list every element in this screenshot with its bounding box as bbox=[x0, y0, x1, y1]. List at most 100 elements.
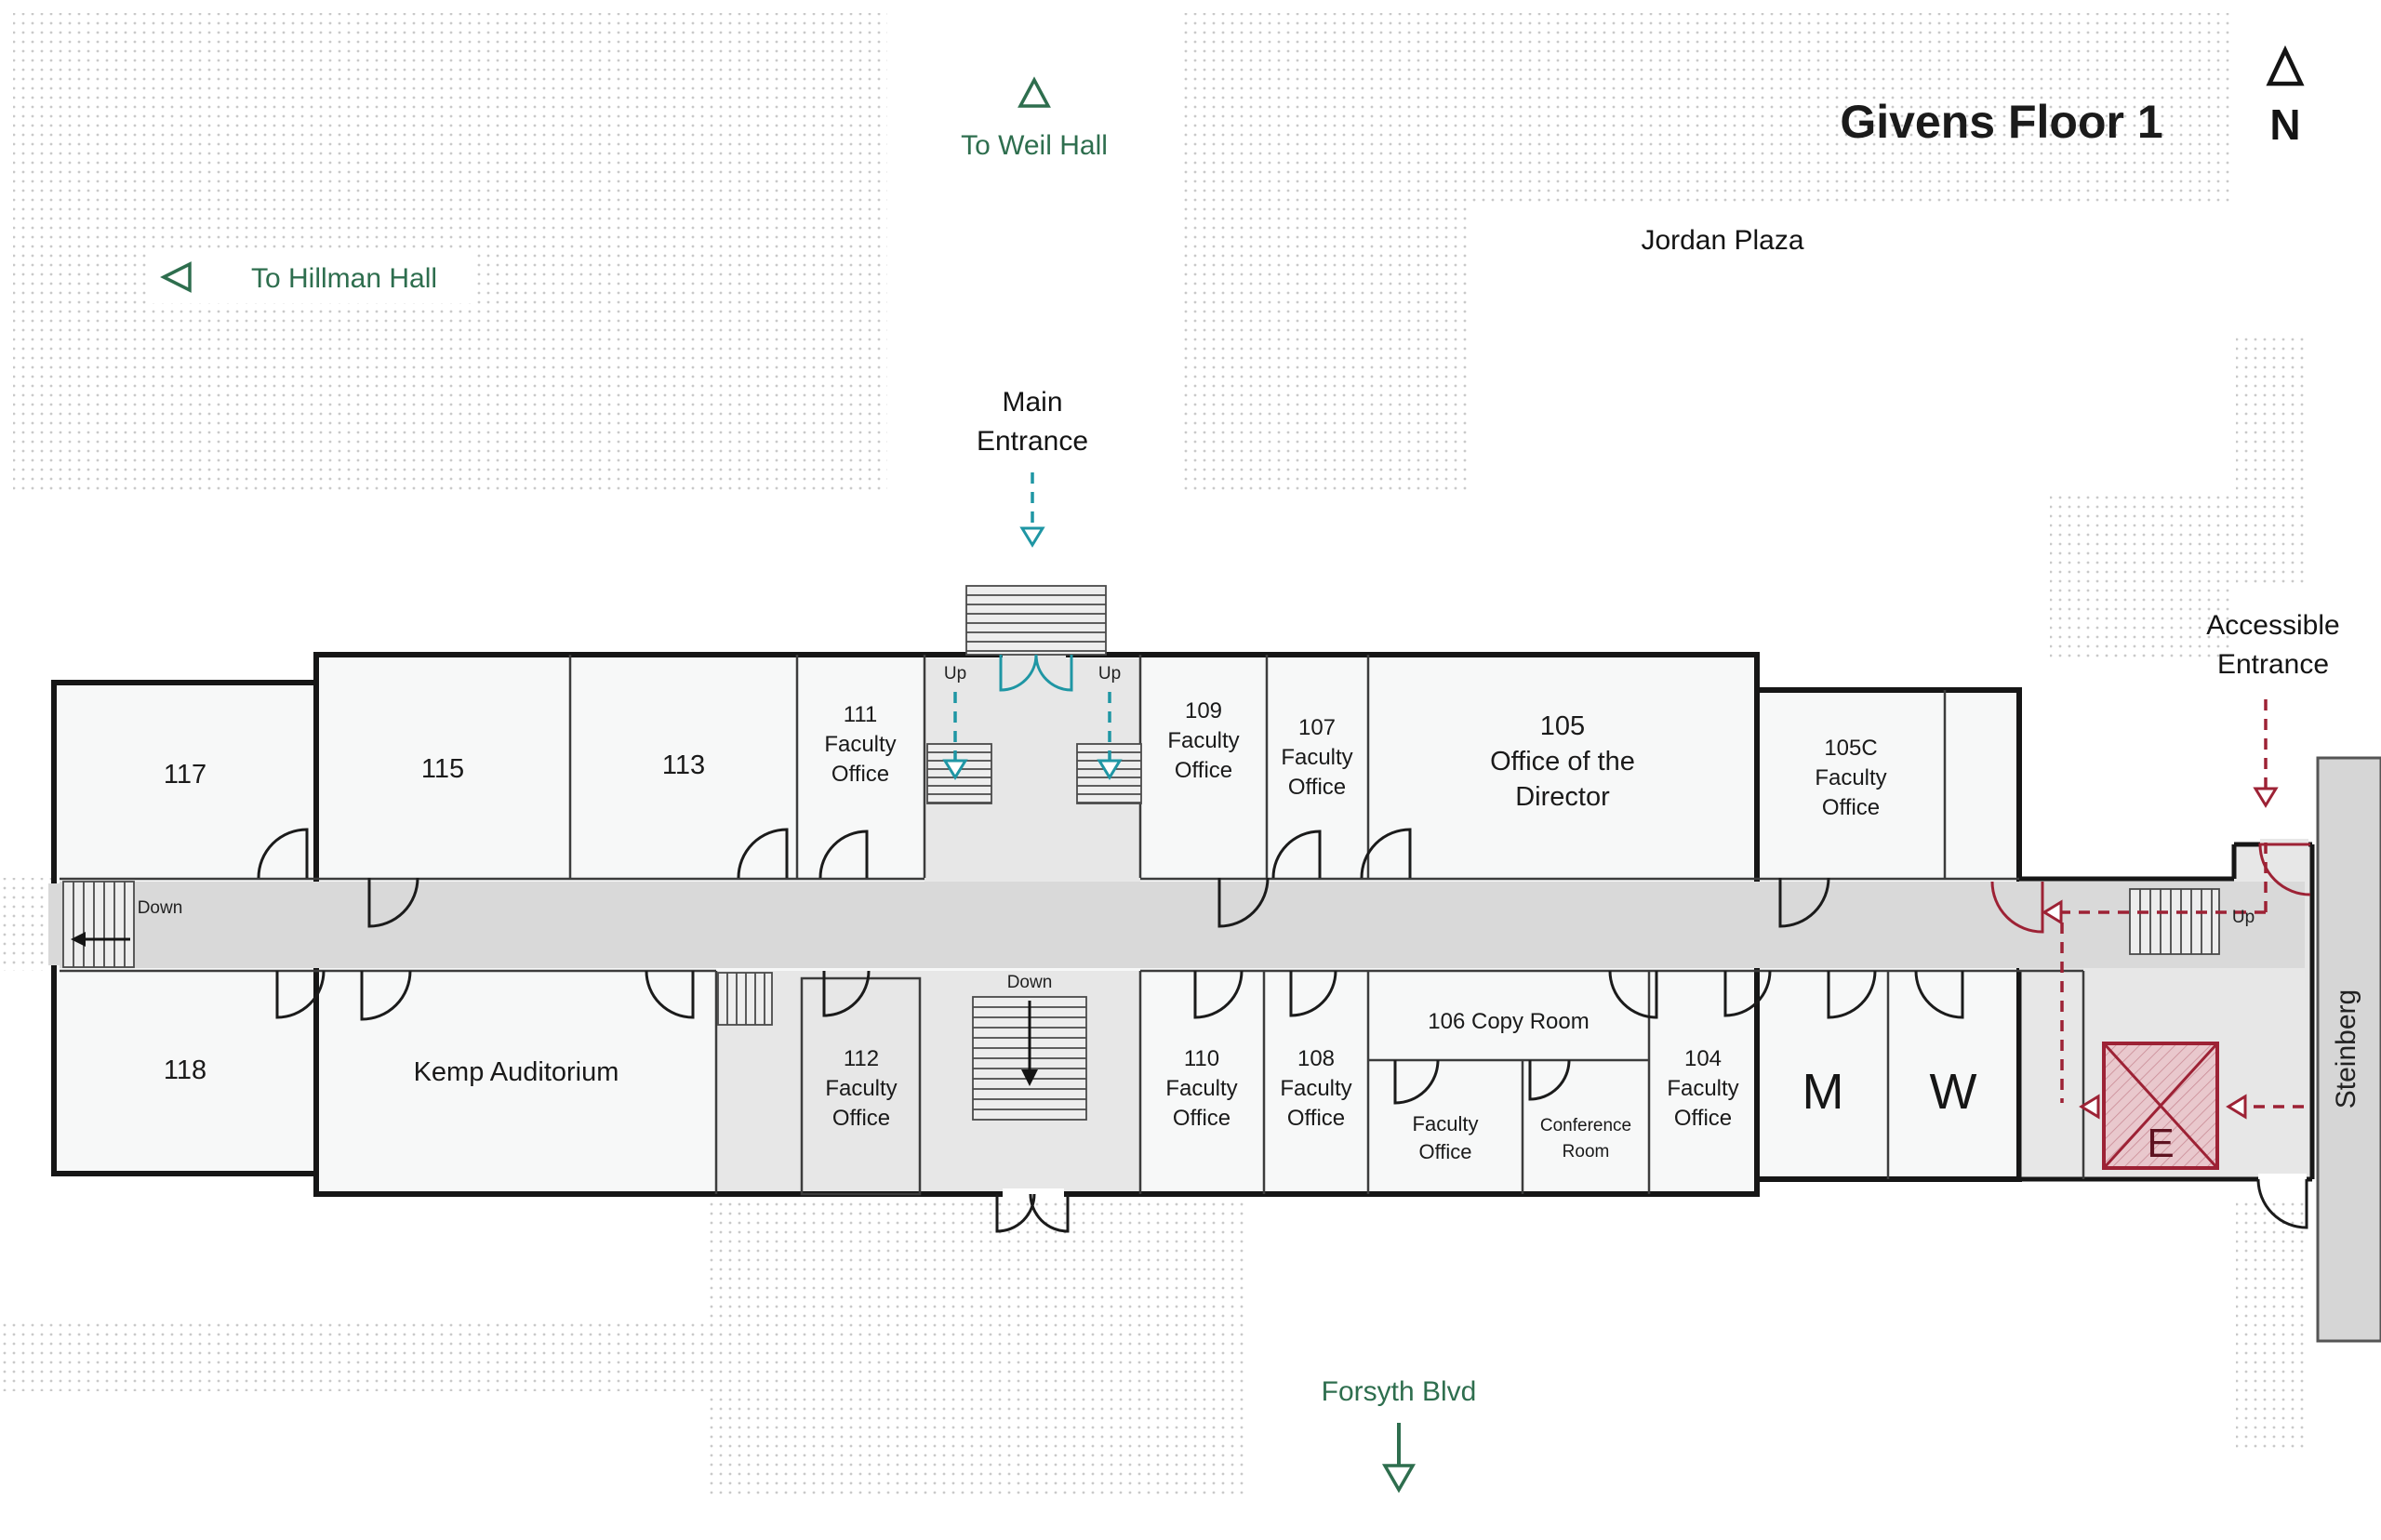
west-stair-arrowhead bbox=[71, 932, 86, 947]
routes bbox=[71, 45, 2305, 1494]
door-swing bbox=[1990, 881, 2044, 934]
outdoor-area-south bbox=[709, 1196, 1248, 1495]
womens-restroom-label: W bbox=[1930, 1064, 1977, 1120]
door-swing bbox=[995, 1193, 1036, 1233]
room-112-walls bbox=[800, 976, 922, 1196]
door-swing bbox=[1608, 970, 1658, 1019]
labels: Givens Floor 1 N To Weil Hall To Hillman… bbox=[138, 96, 2361, 1407]
steinberg-building bbox=[2316, 756, 2381, 1343]
room-110-label-1: 110 bbox=[1184, 1046, 1219, 1071]
outdoor-area-north bbox=[1179, 13, 2230, 203]
accessible-steinberg-arrowhead bbox=[2226, 1094, 2247, 1120]
room-111-label-1: 111 bbox=[844, 702, 877, 727]
room-111-label-2: Faculty bbox=[824, 732, 896, 757]
room-109-label-2: Faculty bbox=[1167, 728, 1239, 753]
outdoor-area-southeast bbox=[2236, 1200, 2308, 1449]
up-label-east: Up bbox=[1098, 664, 1121, 684]
accessible-interior-route bbox=[2060, 843, 2304, 1109]
accessible-entry-arrowhead bbox=[2253, 787, 2279, 808]
room-105c-label-1: 105C bbox=[1824, 736, 1877, 761]
main-entrance-arrowhead bbox=[1019, 526, 1045, 548]
hillman-arrow-icon bbox=[160, 261, 192, 293]
room-109-label-1: 109 bbox=[1185, 698, 1222, 724]
room-105c-label-3: Office bbox=[1822, 795, 1880, 820]
door-swing bbox=[1029, 1193, 1070, 1233]
door-swing bbox=[367, 877, 419, 928]
vestibule-stair-west bbox=[926, 743, 992, 804]
accessible-corridor-arrowhead bbox=[2042, 899, 2063, 925]
page-title: Givens Floor 1 bbox=[1840, 96, 2162, 148]
interior-walls bbox=[60, 655, 2085, 1194]
accessible-entrance-label-1: Accessible bbox=[2206, 610, 2339, 641]
weil-label: To Weil Hall bbox=[961, 130, 1108, 161]
room-107-label-2: Faculty bbox=[1281, 745, 1352, 770]
forsyth-arrow-icon bbox=[1381, 1464, 1417, 1494]
room-110-label-3: Office bbox=[1173, 1106, 1230, 1131]
connector-alcove bbox=[2234, 844, 2312, 882]
mens-restroom-label: M bbox=[1802, 1064, 1844, 1120]
door-swing bbox=[1528, 1059, 1571, 1101]
outdoor-paving bbox=[0, 13, 2308, 1495]
conference-room-label-2: Room bbox=[1563, 1142, 1610, 1162]
outdoor-area-southwest bbox=[0, 1319, 716, 1391]
door-swing bbox=[2258, 843, 2311, 896]
doors bbox=[257, 654, 2311, 1233]
down-label-central: Down bbox=[1007, 973, 1053, 992]
room-108-label-1: 108 bbox=[1297, 1046, 1335, 1071]
copy-room-label: 106 Copy Room bbox=[1428, 1009, 1589, 1034]
faculty-office-label-1: Faculty bbox=[1413, 1112, 1479, 1135]
room-113-label: 113 bbox=[662, 750, 705, 780]
down-label-west: Down bbox=[138, 898, 183, 918]
room-104-label-1: 104 bbox=[1684, 1046, 1722, 1071]
door-swing bbox=[1193, 970, 1244, 1019]
main-entrance-steps bbox=[965, 585, 1107, 656]
room-111-label-3: Office bbox=[831, 762, 889, 787]
kemp-side-stair bbox=[717, 972, 773, 1026]
door-swing bbox=[1914, 970, 1964, 1019]
room-112-label-2: Faculty bbox=[825, 1076, 897, 1101]
main-entrance-label-1: Main bbox=[1002, 387, 1062, 418]
room-104-label-2: Faculty bbox=[1667, 1076, 1738, 1101]
door-swing bbox=[1360, 828, 1412, 879]
main-corridor bbox=[60, 882, 2305, 968]
outdoor-area-north-center bbox=[1179, 203, 1472, 493]
door-swing bbox=[737, 828, 789, 879]
door-swing bbox=[1217, 877, 1270, 928]
elevator-label: E bbox=[2147, 1121, 2174, 1166]
door-swing bbox=[1827, 970, 1877, 1019]
accessible-elevator-arrowhead bbox=[2079, 1094, 2100, 1120]
jordan-plaza-label: Jordan Plaza bbox=[1641, 225, 1803, 256]
outdoor-area-west-exit bbox=[0, 878, 54, 971]
forsyth-label: Forsyth Blvd bbox=[1322, 1376, 1477, 1407]
room-104-label-3: Office bbox=[1674, 1106, 1732, 1131]
east-up-stair bbox=[2129, 888, 2220, 955]
room-107-label-1: 107 bbox=[1298, 715, 1336, 740]
room-112-label-3: Office bbox=[832, 1106, 890, 1131]
door-swing bbox=[1289, 970, 1337, 1017]
room-118-label: 118 bbox=[164, 1055, 206, 1085]
room-117-label: 117 bbox=[164, 760, 206, 790]
door-swing bbox=[1271, 830, 1322, 879]
elevator-cross bbox=[2102, 1042, 2219, 1170]
faculty-office-label-2: Office bbox=[1418, 1140, 1471, 1163]
door-swing bbox=[1778, 877, 1830, 928]
door-swing bbox=[1034, 654, 1073, 692]
door-swing bbox=[645, 970, 695, 1019]
west-down-stair bbox=[62, 881, 135, 968]
hillman-label: To Hillman Hall bbox=[251, 263, 437, 294]
room-115-label: 115 bbox=[421, 754, 464, 784]
accessible-entrance-label-2: Entrance bbox=[2217, 649, 2329, 680]
conference-room-label-1: Conference bbox=[1540, 1116, 1631, 1135]
steinberg-label: Steinberg bbox=[2331, 989, 2361, 1109]
room-105-label-3: Director bbox=[1515, 782, 1610, 812]
room-110-label-2: Faculty bbox=[1165, 1076, 1237, 1101]
weil-arrow-icon bbox=[1018, 76, 1051, 108]
door-swing bbox=[275, 970, 326, 1019]
door-swing bbox=[2256, 1178, 2308, 1229]
outdoor-area-east-column bbox=[2050, 493, 2232, 658]
compass-label: N bbox=[2269, 100, 2300, 149]
up-label-west: Up bbox=[944, 664, 966, 684]
room-112-label-1: 112 bbox=[844, 1046, 879, 1071]
